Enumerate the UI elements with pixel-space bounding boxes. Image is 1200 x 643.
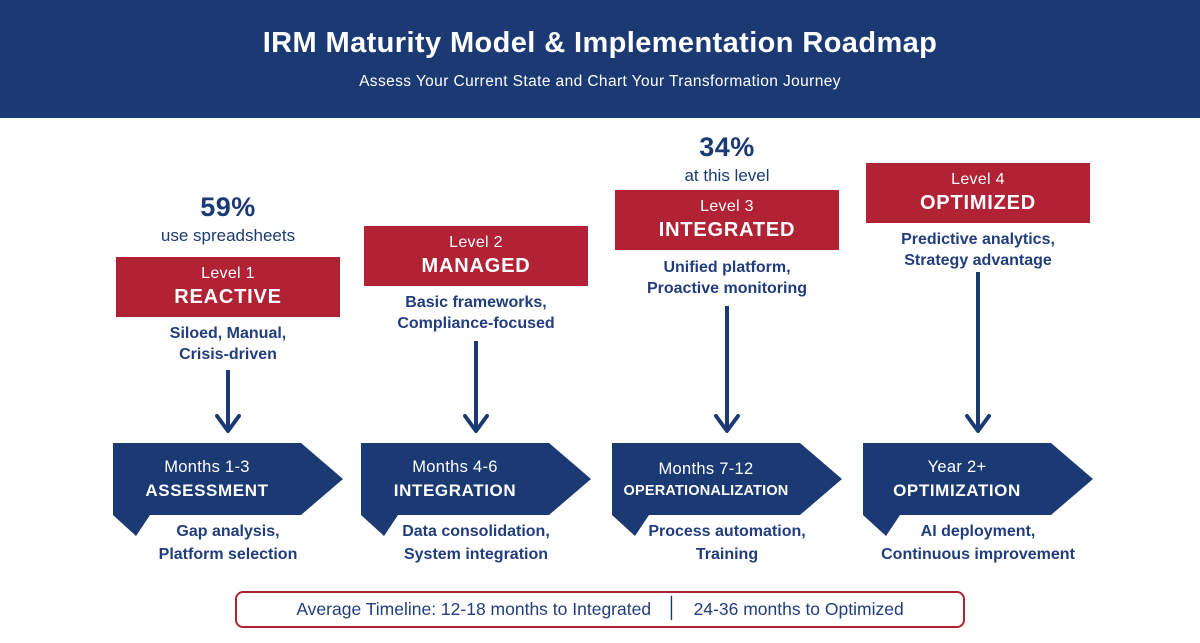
level-description: Basic frameworks, Compliance-focused: [346, 292, 606, 334]
phase-banner-shape: [612, 443, 842, 536]
phase-name: INTEGRATION: [393, 480, 517, 500]
phase-name: ASSESSMENT: [145, 480, 269, 500]
level-number: Level 3: [700, 198, 754, 215]
phase-name: OPERATIONALIZATION: [623, 482, 789, 499]
timeline-text-integrated: Average Timeline: 12-18 months to Integr…: [296, 599, 652, 619]
average-timeline-box: Average Timeline: 12-18 months to Integr…: [235, 591, 965, 628]
phase-banner-shape: [863, 443, 1093, 536]
phase-banner-shape: [361, 443, 591, 536]
page-subtitle: Assess Your Current State and Chart Your…: [359, 73, 841, 90]
level-description-line: Unified platform,: [663, 259, 791, 276]
header-band: IRM Maturity Model & Implementation Road…: [0, 0, 1200, 118]
level-description-line: Strategy advantage: [904, 252, 1052, 269]
phase-banner-operationalization: Months 7-12 OPERATIONALIZATION: [612, 443, 800, 515]
level-box-optimized: Level 4 OPTIMIZED: [866, 163, 1090, 223]
level-name: OPTIMIZED: [919, 192, 1037, 214]
level-name: MANAGED: [421, 255, 531, 277]
phase-activity-line: Process automation,: [648, 523, 806, 540]
level-description-line: Predictive analytics,: [901, 231, 1055, 248]
level-description-line: Proactive monitoring: [646, 280, 808, 297]
phase-activity-line: Gap analysis,: [176, 523, 280, 540]
phase-activities: AI deployment, Continuous improvement: [843, 520, 1113, 566]
phase-activity-line: Training: [695, 546, 759, 563]
level-description-line: Siloed, Manual,: [169, 325, 287, 342]
phase-activity-line: AI deployment,: [920, 523, 1036, 540]
phase-banner-integration: Months 4-6 INTEGRATION: [361, 443, 549, 515]
level-description: Predictive analytics, Strategy advantage: [848, 229, 1108, 271]
level-description-line: Crisis-driven: [179, 346, 277, 363]
stat-label: use spreadsheets: [160, 226, 296, 245]
phase-activity-line: Continuous improvement: [881, 546, 1075, 563]
level-name: REACTIVE: [174, 286, 282, 308]
page-title: IRM Maturity Model & Implementation Road…: [262, 27, 938, 59]
phase-activity-line: Platform selection: [158, 546, 298, 563]
stat-level-1: 59% use spreadsheets: [116, 192, 340, 246]
level-box-reactive: Level 1 REACTIVE: [116, 257, 340, 317]
level-box-managed: Level 2 MANAGED: [364, 226, 588, 286]
level-description: Siloed, Manual, Crisis-driven: [98, 323, 358, 365]
timeline-text-optimized: 24-36 months to Optimized: [693, 599, 904, 619]
phase-period: Months 7-12: [658, 459, 754, 478]
phase-banner-assessment: Months 1-3 ASSESSMENT: [113, 443, 301, 515]
stat-value: 34%: [699, 132, 755, 162]
phase-activities: Data consolidation, System integration: [341, 520, 611, 566]
phase-period: Months 4-6: [412, 457, 498, 476]
timeline-separator: │: [666, 597, 679, 619]
stat-label: at this level: [684, 166, 770, 185]
down-arrow-icon: [215, 370, 241, 433]
phase-banner-shape: [113, 443, 343, 536]
level-number: Level 1: [201, 265, 255, 282]
level-box-integrated: Level 3 INTEGRATED: [615, 190, 839, 250]
phase-period: Year 2+: [927, 457, 987, 476]
down-arrow-icon: [463, 341, 489, 433]
phase-activities: Gap analysis, Platform selection: [93, 520, 363, 566]
phase-activity-line: System integration: [403, 546, 549, 563]
phase-banner-optimization: Year 2+ OPTIMIZATION: [863, 443, 1051, 515]
level-description-line: Basic frameworks,: [405, 294, 547, 311]
stat-level-3: 34% at this level: [615, 132, 839, 186]
level-description-line: Compliance-focused: [397, 315, 555, 332]
phase-name: OPTIMIZATION: [893, 480, 1021, 500]
phase-period: Months 1-3: [164, 457, 250, 476]
down-arrow-icon: [714, 306, 740, 433]
phase-activity-line: Data consolidation,: [402, 523, 550, 540]
stat-value: 59%: [200, 192, 256, 222]
level-description: Unified platform, Proactive monitoring: [597, 257, 857, 299]
phase-activities: Process automation, Training: [592, 520, 862, 566]
level-number: Level 2: [449, 234, 503, 251]
level-number: Level 4: [951, 171, 1005, 188]
level-name: INTEGRATED: [658, 219, 796, 241]
down-arrow-icon: [965, 272, 991, 433]
